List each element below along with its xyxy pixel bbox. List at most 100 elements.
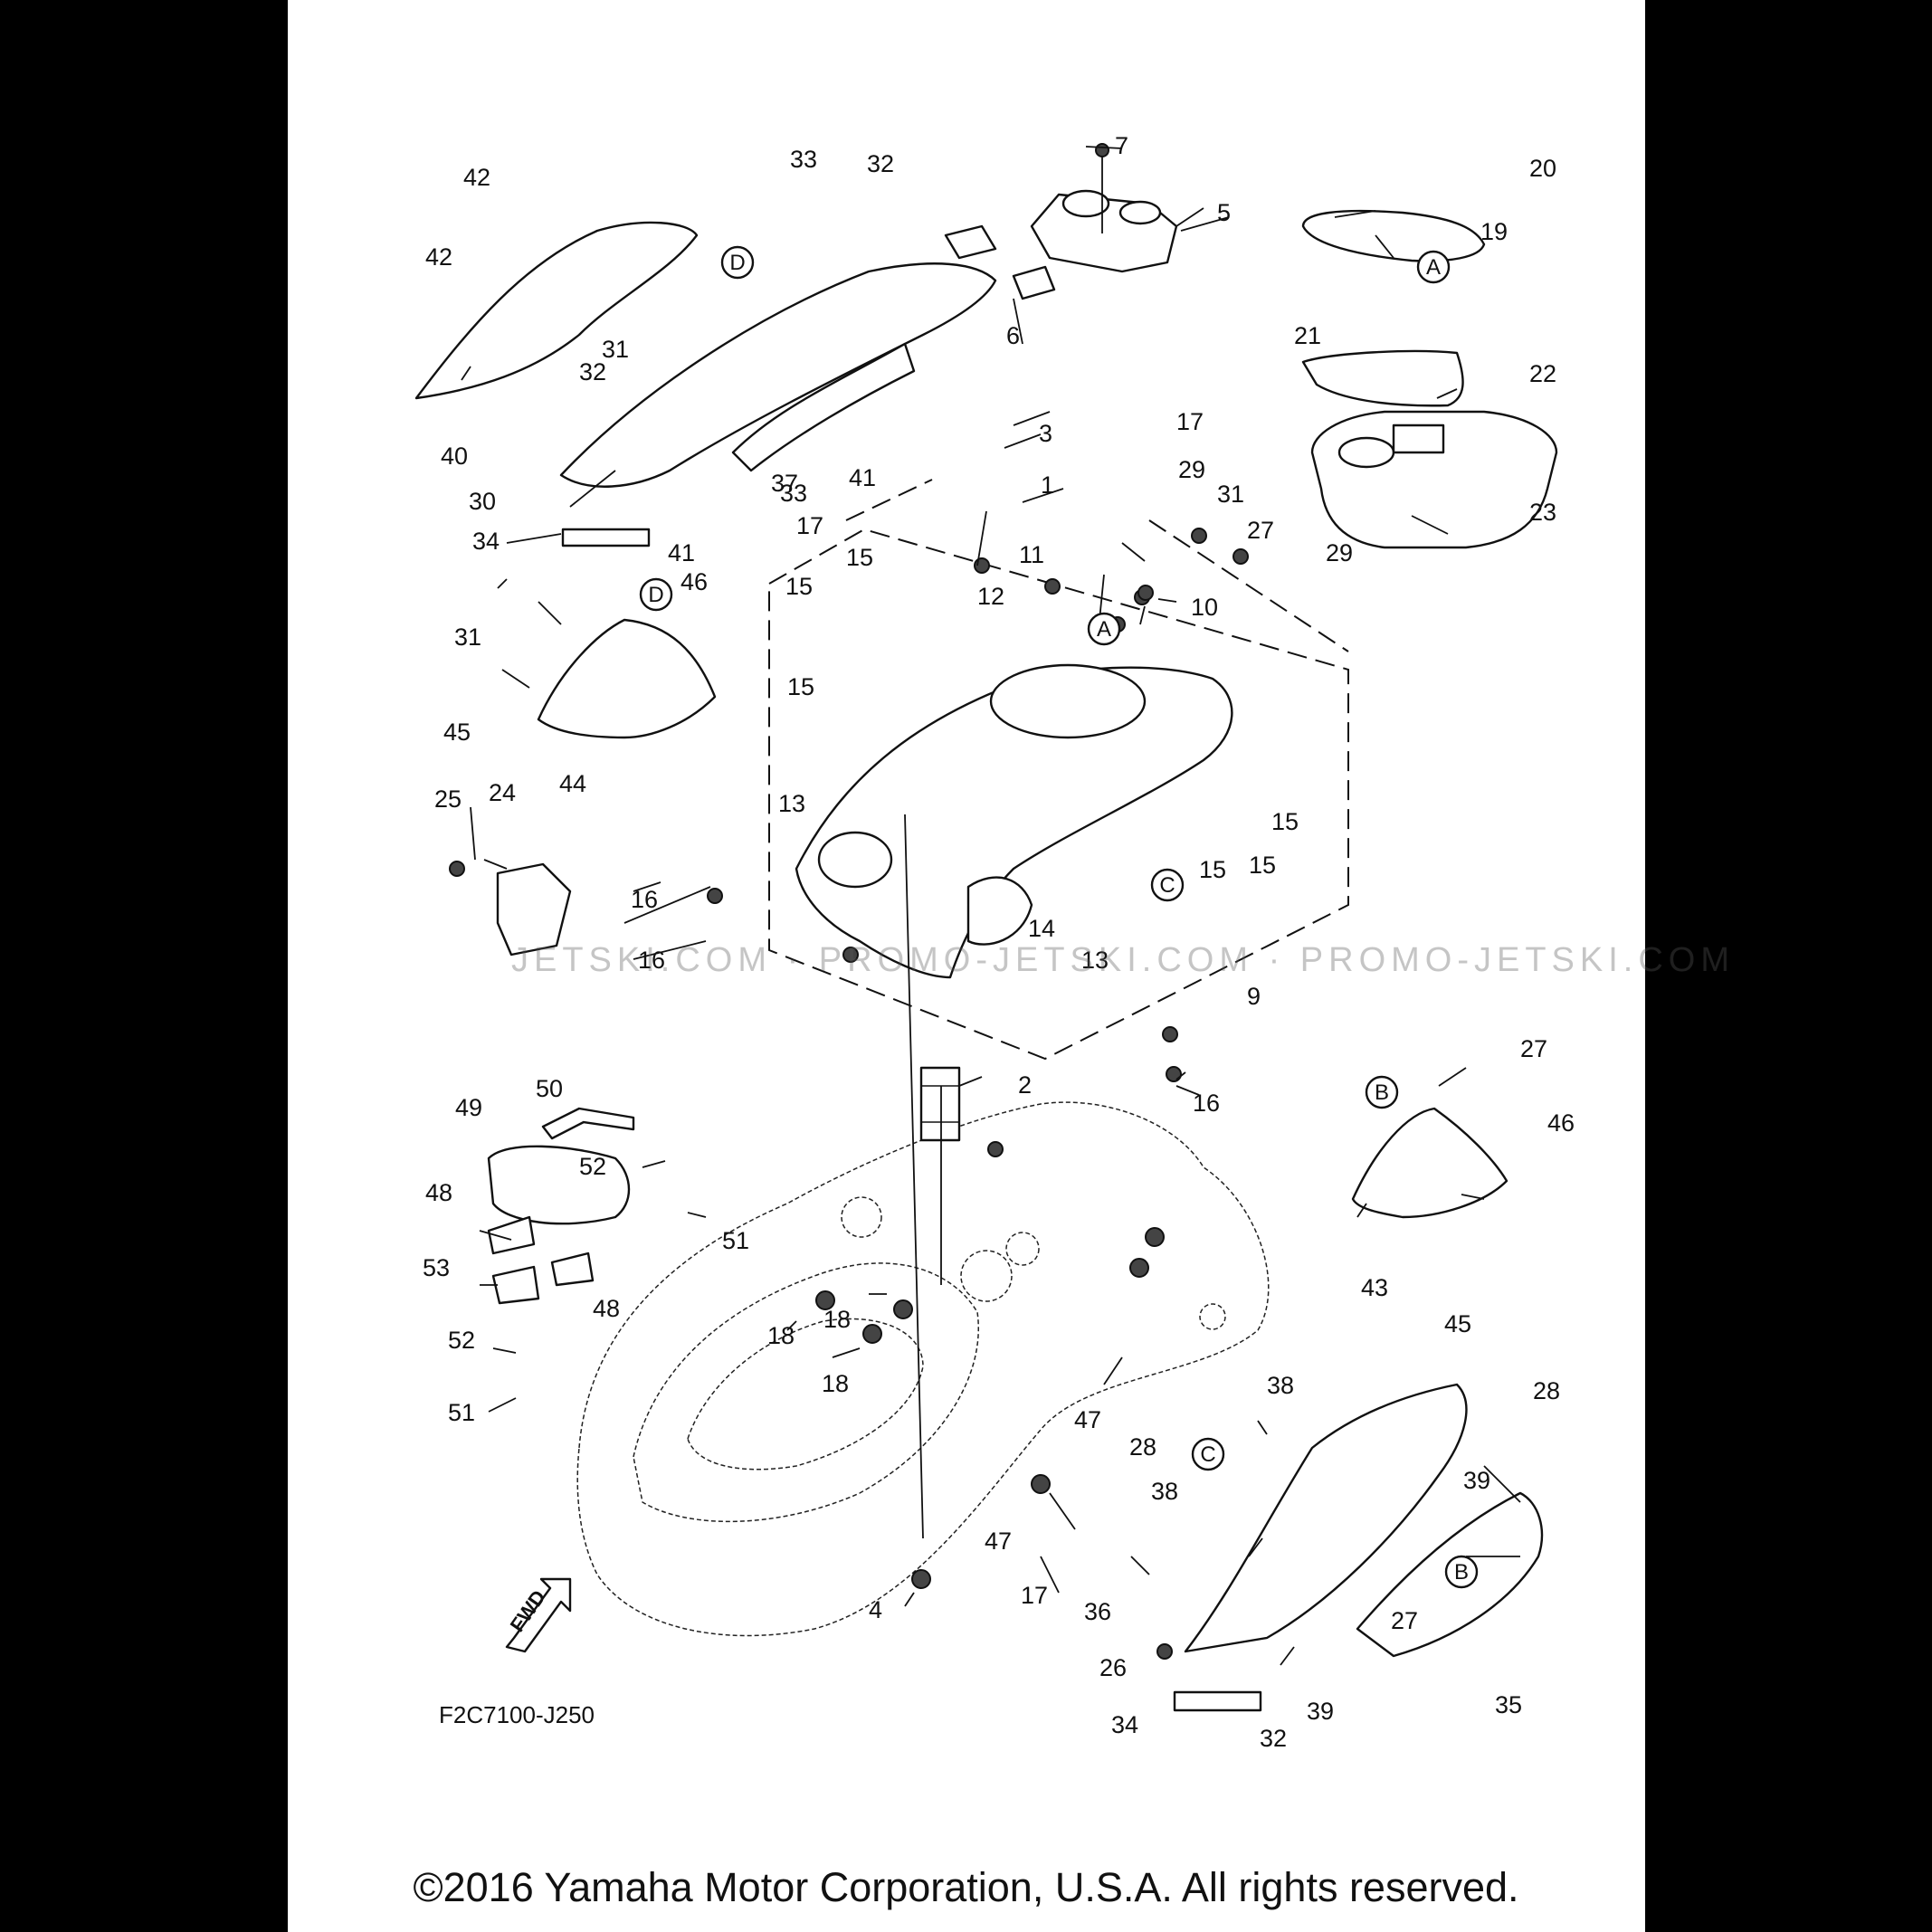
pad-part-48b bbox=[550, 1252, 595, 1287]
svg-text:C: C bbox=[1200, 1442, 1215, 1467]
svg-text:B: B bbox=[1454, 1560, 1469, 1585]
panel-part-40 bbox=[414, 221, 699, 400]
callout-3: 3 bbox=[1039, 420, 1052, 447]
cowl-part-30 bbox=[559, 262, 997, 488]
callout-29b: 29 bbox=[1326, 539, 1353, 566]
rear-deck-part-9 bbox=[795, 663, 1233, 979]
label-part-6a bbox=[944, 224, 997, 260]
ref-letter-D2: D bbox=[639, 577, 673, 612]
bracket-part-24 bbox=[496, 862, 572, 956]
svg-text:A: A bbox=[1097, 617, 1111, 642]
figure-code: F2C7100-J250 bbox=[439, 1701, 595, 1728]
callout-27b: 27 bbox=[1520, 1035, 1547, 1062]
cover-part-49 bbox=[487, 1145, 631, 1225]
strap-part-50 bbox=[541, 1107, 635, 1140]
callout-33a: 33 bbox=[790, 146, 817, 173]
ref-letter-B1: B bbox=[1365, 1075, 1399, 1109]
callout-7: 7 bbox=[1115, 132, 1128, 159]
callout-18c: 18 bbox=[822, 1370, 849, 1397]
storage-tray-part-23 bbox=[1310, 410, 1558, 549]
callout-15c: 15 bbox=[787, 673, 814, 700]
fastener-cluster bbox=[449, 143, 1249, 1660]
callout-46b: 46 bbox=[1547, 1109, 1575, 1137]
callout-31b: 31 bbox=[1217, 481, 1244, 508]
callout-18a: 18 bbox=[767, 1322, 795, 1349]
callout-13a: 13 bbox=[778, 790, 805, 817]
callout-35: 35 bbox=[1495, 1691, 1522, 1718]
fwd-direction-arrow: FWD bbox=[506, 1577, 572, 1653]
site-watermark: JETSKI.COM · PROMO-JETSKI.COM · PROMO-JE… bbox=[511, 941, 1736, 979]
callout-36: 36 bbox=[1084, 1598, 1111, 1625]
callout-19: 19 bbox=[1480, 218, 1508, 245]
callout-45a: 45 bbox=[443, 719, 471, 746]
svg-text:D: D bbox=[729, 251, 745, 275]
callout-46a: 46 bbox=[680, 568, 708, 595]
ref-letter-A2: A bbox=[1087, 612, 1121, 646]
callout-6: 6 bbox=[1006, 322, 1020, 349]
callout-41b: 41 bbox=[668, 539, 695, 566]
ref-letter-A1: A bbox=[1416, 250, 1451, 284]
callout-31c: 31 bbox=[454, 623, 481, 651]
callout-32c: 32 bbox=[1260, 1725, 1287, 1752]
callout-2: 2 bbox=[1018, 1071, 1032, 1099]
callout-16c: 16 bbox=[1193, 1090, 1220, 1117]
callout-53: 53 bbox=[423, 1254, 450, 1281]
ref-letter-C2: C bbox=[1191, 1437, 1225, 1471]
callout-24: 24 bbox=[489, 779, 516, 806]
callout-22: 22 bbox=[1529, 360, 1556, 387]
leader-lines bbox=[461, 146, 1521, 1666]
callout-48b: 48 bbox=[593, 1295, 620, 1322]
callout-33b: 33 bbox=[780, 480, 807, 507]
callout-51a: 51 bbox=[722, 1227, 749, 1254]
ref-letter-B2: B bbox=[1444, 1555, 1479, 1589]
assembly-dash-link bbox=[845, 479, 1349, 652]
callout-15d: 15 bbox=[1271, 808, 1299, 835]
callout-16b: 16 bbox=[638, 947, 665, 974]
part-callouts: 1 2 3 4 5 6 7 9 10 11 12 13 13 14 15 15 … bbox=[423, 132, 1575, 1752]
callout-11: 11 bbox=[1019, 541, 1044, 568]
callout-39a: 39 bbox=[1463, 1467, 1490, 1494]
callout-27a: 27 bbox=[1247, 517, 1274, 544]
callout-15f: 15 bbox=[1249, 852, 1276, 879]
ref-letter-D1: D bbox=[720, 245, 755, 280]
callout-38a: 38 bbox=[1267, 1372, 1294, 1399]
callout-4: 4 bbox=[869, 1596, 882, 1623]
callout-38b: 38 bbox=[1151, 1478, 1178, 1505]
callout-34b: 34 bbox=[1111, 1711, 1138, 1738]
callout-29a: 29 bbox=[1178, 456, 1205, 483]
callout-48a: 48 bbox=[425, 1179, 452, 1206]
callout-15b: 15 bbox=[846, 544, 873, 571]
callout-47b: 47 bbox=[985, 1528, 1012, 1555]
meter-part-5 bbox=[1030, 189, 1178, 273]
callout-16a: 16 bbox=[631, 886, 658, 913]
callout-17c: 17 bbox=[1021, 1582, 1048, 1609]
callout-27c: 27 bbox=[1391, 1607, 1418, 1634]
callout-5: 5 bbox=[1217, 199, 1231, 226]
callout-15e: 15 bbox=[1199, 856, 1226, 883]
callout-32a: 32 bbox=[867, 150, 894, 177]
svg-text:C: C bbox=[1159, 873, 1175, 898]
callout-17a: 17 bbox=[1176, 408, 1204, 435]
callout-21: 21 bbox=[1294, 322, 1321, 349]
callout-40: 40 bbox=[441, 443, 468, 470]
callout-12: 12 bbox=[977, 583, 1004, 610]
callout-41a: 41 bbox=[849, 464, 876, 491]
label-part-6b bbox=[1012, 265, 1056, 300]
callout-30: 30 bbox=[469, 488, 496, 515]
callout-52b: 52 bbox=[448, 1327, 475, 1354]
callout-28b: 28 bbox=[1129, 1433, 1156, 1461]
callout-26: 26 bbox=[1099, 1654, 1127, 1681]
svg-text:D: D bbox=[648, 583, 663, 607]
callout-37: 37 bbox=[771, 470, 798, 497]
panel-part-26 bbox=[1184, 1383, 1468, 1653]
svg-text:A: A bbox=[1426, 255, 1441, 280]
callout-42b: 42 bbox=[425, 243, 452, 271]
callout-49: 49 bbox=[455, 1094, 482, 1121]
callout-52a: 52 bbox=[579, 1153, 606, 1180]
callout-28a: 28 bbox=[1533, 1377, 1560, 1404]
callout-10: 10 bbox=[1191, 594, 1218, 621]
callout-32b: 32 bbox=[579, 358, 606, 385]
callout-15a: 15 bbox=[785, 573, 813, 600]
